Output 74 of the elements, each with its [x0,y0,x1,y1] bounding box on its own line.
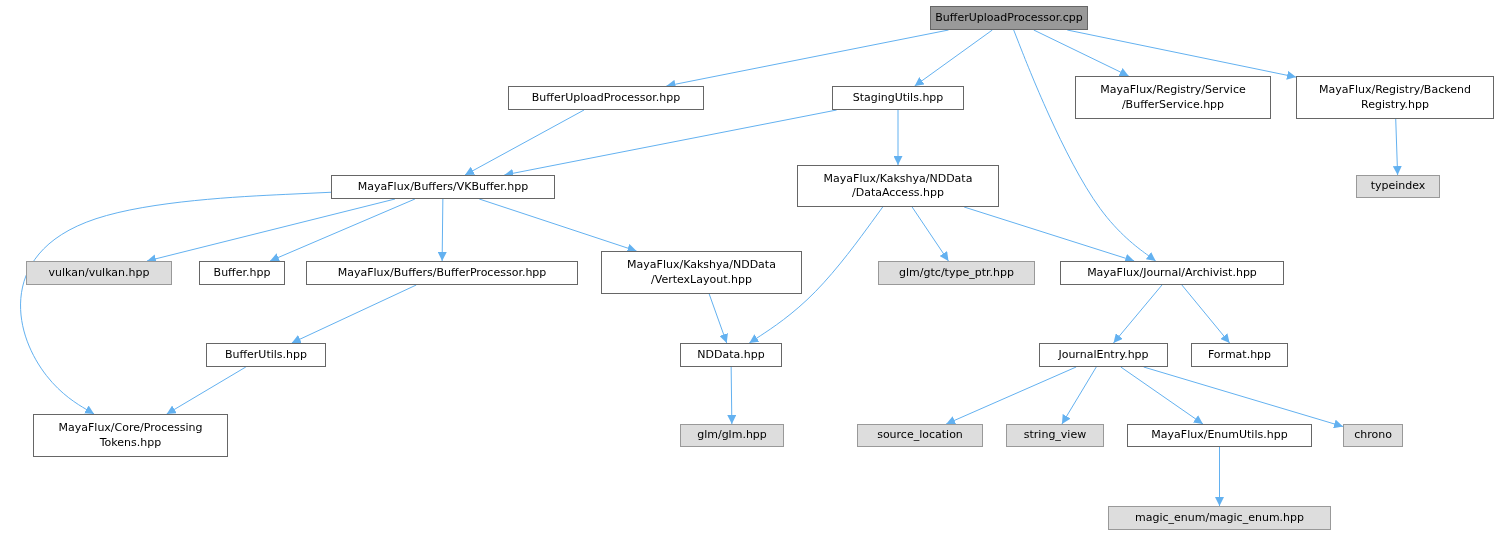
file-name: glm/gtc/type_ptr.hpp [899,265,1014,281]
arrow [945,366,1077,425]
arrow [914,29,993,87]
file-box [1343,424,1403,447]
file-name: chrono [1354,428,1392,443]
file-box [930,6,1088,30]
arrow [727,366,737,425]
file-box [797,165,999,207]
file-box [857,424,983,447]
file-box [1296,76,1494,119]
arrow [708,293,728,344]
file-name: string_view [1023,428,1087,443]
file-name: Buffer.hpp [213,265,271,281]
file-box [26,261,172,285]
file-name: MayaFlux/Kakshya/NDData /VertexLayout.hpp [626,258,777,287]
file-box [680,343,782,367]
file-name: MayaFlux/Registry/Service /BufferService.hpp [1099,83,1247,112]
arrow [1143,366,1344,429]
file-name: NDData.hpp [697,347,765,363]
arrow [1033,29,1130,77]
arrow [893,109,903,166]
file-box [1006,424,1104,447]
arrow [269,198,416,262]
arrow [166,366,247,415]
arrow [478,198,637,253]
arrow [748,206,884,344]
arrow [464,109,585,176]
arrow [437,198,447,262]
file-box [878,261,1035,285]
file-box [33,414,228,457]
file-name: MayaFlux/Registry/Backend Registry.hpp [1318,83,1472,112]
file-box [832,86,964,110]
file-name: magic_enum/magic_enum.hpp [1134,510,1305,526]
file-box [306,261,578,285]
arrow [1013,29,1157,262]
arrow [1181,284,1231,344]
file-name: source_location [877,428,963,443]
file-box [331,175,555,199]
file-name: BufferUtils.hpp [225,347,307,363]
arrow [1120,366,1204,425]
file-name: MayaFlux/Buffers/BufferProcessor.hpp [337,265,547,281]
file-box [1108,506,1331,530]
arrow [1061,366,1097,425]
file-box [601,251,802,294]
arrow [963,206,1135,263]
file-name: MayaFlux/EnumUtils.hpp [1151,428,1288,443]
file-box [1075,76,1271,119]
file-name: MayaFlux/Journal/Archivist.hpp [1087,265,1257,281]
arrow [1392,118,1402,176]
file-box [1356,175,1440,198]
file-box [1191,343,1288,367]
file-name: JournalEntry.hpp [1058,347,1149,363]
file-name: StagingUtils.hpp [852,90,944,106]
file-box [508,86,704,110]
file-name: Format.hpp [1207,347,1272,363]
arrow [911,206,949,262]
file-name: MayaFlux/Kakshya/NDData /DataAccess.hpp [822,171,974,201]
file-box [206,343,326,367]
file-name: MayaFlux/Core/Processing Tokens.hpp [57,421,204,450]
file-box [199,261,285,285]
file-box [1060,261,1284,285]
file-name: typeindex [1370,179,1426,194]
file-name: BufferUploadProcessor.cpp [935,10,1083,26]
file-name: MayaFlux/Buffers/VKBuffer.hpp [357,179,529,195]
arrow [20,191,332,415]
arrow [291,284,417,344]
file-name: vulkan/vulkan.hpp [48,265,150,281]
arrow [1215,446,1224,507]
file-name: BufferUploadProcessor.hpp [531,90,681,106]
file-box [680,424,784,447]
arrow [1113,284,1163,344]
file-box [1127,424,1312,447]
file-box [1039,343,1168,367]
file-name: glm/glm.hpp [697,428,767,443]
